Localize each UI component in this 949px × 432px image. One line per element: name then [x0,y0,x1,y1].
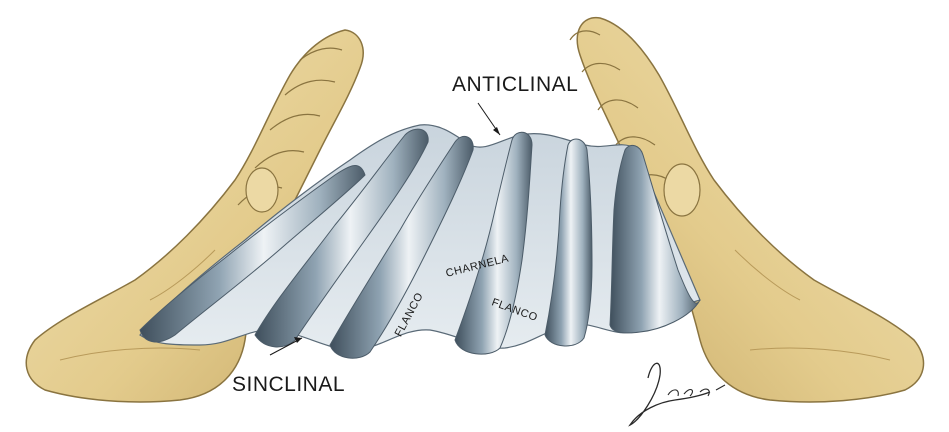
anticlinal-label: ANTICLINAL [452,73,578,97]
anticlinal-arrowhead [493,127,500,135]
sinclinal-label: SINCLINAL [232,373,345,397]
artist-signature [630,363,725,425]
